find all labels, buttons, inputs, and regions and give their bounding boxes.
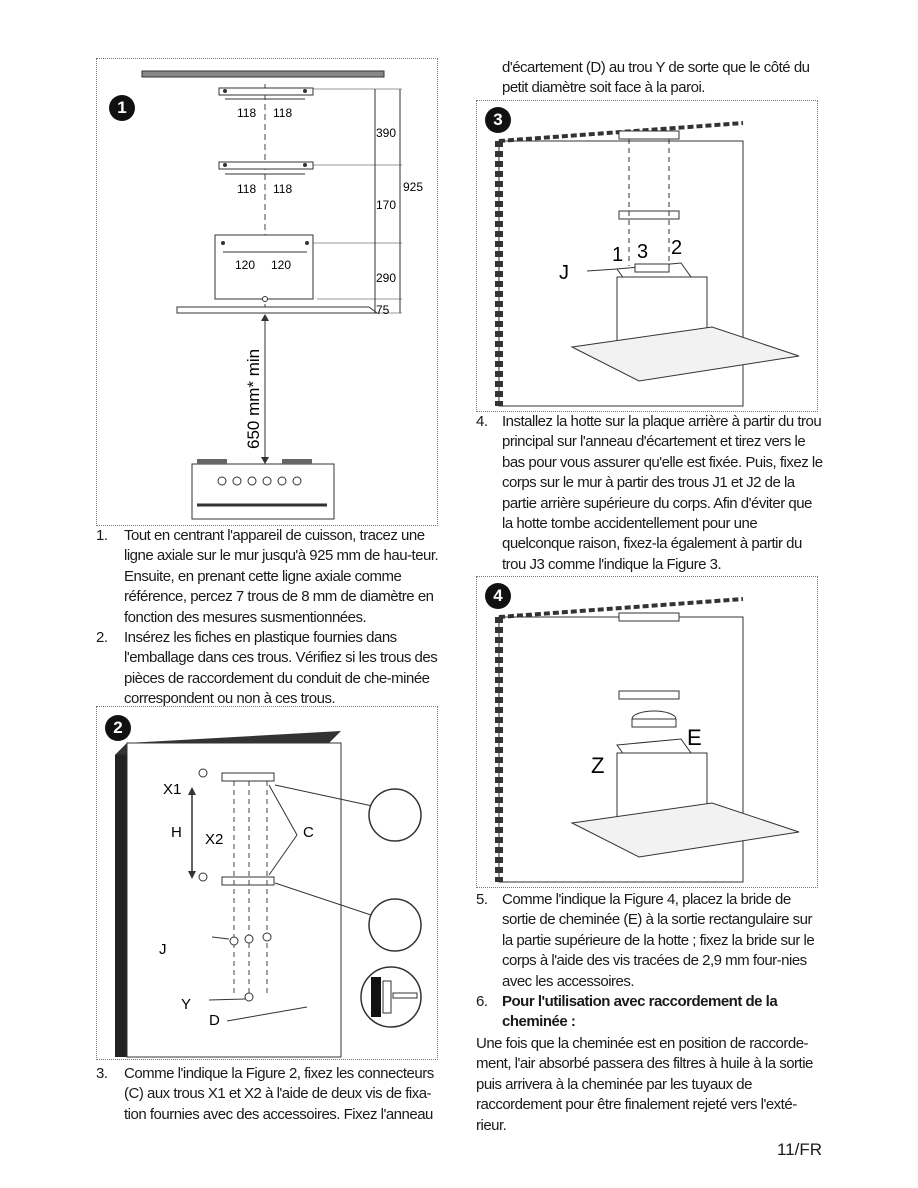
label-e: E: [687, 725, 702, 750]
figure-1-badge: 1: [109, 95, 135, 121]
dim-170: 170: [376, 198, 396, 212]
step-3-continued: d'écartement (D) au trou Y de sorte que …: [502, 58, 824, 99]
figure-1-diagram: 118 118 118 118 120 120 390 170 290 75 9…: [141, 70, 423, 520]
figure-2-badge: 2: [105, 715, 131, 741]
label-d: D: [209, 1012, 220, 1029]
figure-2: X1 X2 H C J Y D 2: [96, 706, 438, 1060]
label-1: 1: [612, 244, 623, 266]
step-1-number: 1.: [96, 527, 108, 544]
dim-118-b: 118: [273, 106, 292, 120]
figure-2-diagram: X1 X2 H C J Y D: [115, 731, 422, 1058]
label-y: Y: [181, 996, 191, 1013]
step-6-number: 6.: [476, 993, 488, 1010]
step-3-text: Comme l'indique la Figure 2, fixez les c…: [124, 1065, 434, 1123]
label-j: J: [159, 941, 167, 958]
dim-290: 290: [376, 271, 396, 285]
label-x2: X2: [205, 831, 223, 848]
step-4-text: Installez la hotte sur la plaque arrière…: [502, 413, 823, 573]
step-1: 1. Tout en centrant l'appareil de cuisso…: [96, 526, 442, 628]
step-3-number: 3.: [96, 1065, 108, 1082]
dim-925: 925: [403, 180, 423, 194]
step-4-number: 4.: [476, 413, 488, 430]
dim-650-min: 650 mm* min: [244, 349, 263, 449]
dim-120-b: 120: [271, 258, 291, 272]
step-4: 4. Installez la hotte sur la plaque arri…: [476, 412, 826, 575]
step-5-number: 5.: [476, 891, 488, 908]
label-j: J: [559, 262, 569, 284]
dim-390: 390: [376, 126, 396, 140]
figure-3: J 1 3 2 3: [476, 100, 818, 412]
label-3: 3: [637, 241, 648, 263]
step-1-text: Tout en centrant l'appareil de cuisson, …: [124, 527, 439, 626]
step-6: 6. Pour l'utilisation avec raccordement …: [476, 992, 826, 1033]
step-6-body-text: Une fois que la cheminée est en position…: [476, 1035, 813, 1134]
page-number: 11/FR: [776, 1140, 822, 1159]
figure-1: 118 118 118 118 120 120 390 170 290 75 9…: [96, 58, 438, 526]
figure-4-diagram: E Z: [495, 597, 800, 883]
label-x1: X1: [163, 781, 181, 798]
dim-118-c: 118: [237, 182, 256, 196]
figure-4: E Z 4: [476, 576, 818, 888]
dim-75: 75: [376, 303, 390, 317]
label-c: C: [303, 824, 314, 841]
step-3: 3. Comme l'indique la Figure 2, fixez le…: [96, 1064, 450, 1125]
dim-118-d: 118: [273, 182, 292, 196]
label-z: Z: [591, 753, 604, 778]
step-2-number: 2.: [96, 629, 108, 646]
step-2-text: Insérez les fiches en plastique fournies…: [124, 629, 438, 708]
dim-118-a: 118: [237, 106, 256, 120]
step-6-body: Une fois que la cheminée est en position…: [476, 1034, 826, 1136]
label-2: 2: [671, 237, 682, 259]
step-5: 5. Comme l'indique la Figure 4, placez l…: [476, 890, 826, 992]
step-3-continued-text: d'écartement (D) au trou Y de sorte que …: [502, 59, 810, 97]
figure-4-badge: 4: [485, 583, 511, 609]
step-6-heading: Pour l'utilisation avec raccordement de …: [502, 993, 778, 1031]
figure-3-badge: 3: [485, 107, 511, 133]
step-2: 2. Insérez les fiches en plastique fourn…: [96, 628, 442, 710]
dim-120-a: 120: [235, 258, 255, 272]
label-h: H: [171, 824, 182, 841]
step-5-text: Comme l'indique la Figure 4, placez la b…: [502, 891, 815, 990]
figure-3-diagram: J 1 3 2: [495, 121, 800, 407]
